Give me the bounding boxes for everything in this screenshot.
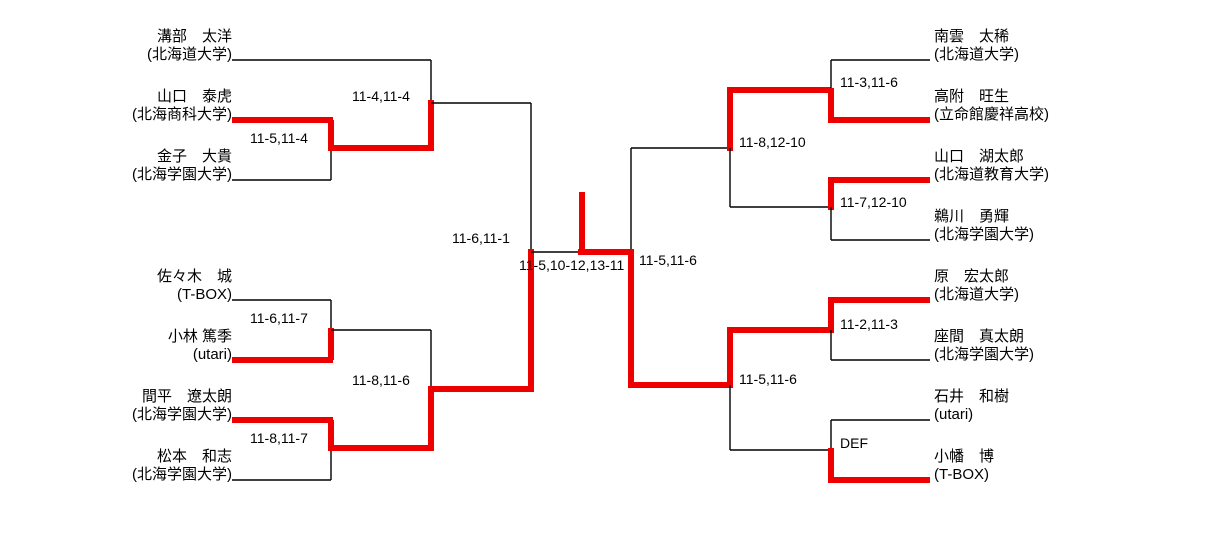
player-name: 溝部 太洋 bbox=[156, 28, 232, 45]
player-club: (北海道大学) bbox=[147, 46, 232, 63]
player-club: (T-BOX) bbox=[934, 466, 989, 483]
player-club: (北海商科大学) bbox=[132, 106, 232, 123]
player-name: 石井 和樹 bbox=[934, 388, 1010, 405]
score-left-r1-bottom-lower: 11-8,11-7 bbox=[250, 430, 308, 446]
player-name: 金子 大貴 bbox=[156, 148, 232, 165]
score-right-r1-bottom-upper: 11-2,11-3 bbox=[840, 316, 898, 332]
score-left-r2-bottom: 11-8,11-6 bbox=[352, 372, 410, 388]
score-left-semifinal: 11-6,11-1 bbox=[452, 230, 510, 246]
player-left-1: 溝部 太洋 (北海道大学) bbox=[147, 28, 232, 64]
player-club: (北海道大学) bbox=[934, 286, 1019, 303]
player-name: 小幡 博 bbox=[934, 448, 995, 465]
player-name: 南雲 太稀 bbox=[934, 28, 1010, 45]
player-right-4: 鵜川 勇輝 (北海学園大学) bbox=[934, 208, 1034, 244]
player-right-2: 高附 旺生 (立命館慶祥高校) bbox=[934, 88, 1049, 124]
player-club: (北海道大学) bbox=[934, 46, 1019, 63]
score-right-r2-top: 11-8,12-10 bbox=[739, 134, 806, 150]
player-club: (北海道教育大学) bbox=[934, 166, 1049, 183]
player-name: 間平 遼太朗 bbox=[141, 388, 232, 405]
player-right-8: 小幡 博 (T-BOX) bbox=[934, 448, 994, 484]
player-left-3: 金子 大貴 (北海学園大学) bbox=[132, 148, 232, 184]
player-club: (utari) bbox=[192, 346, 232, 363]
player-right-7: 石井 和樹 (utari) bbox=[934, 388, 1009, 424]
player-name: 座間 真太朗 bbox=[934, 328, 1025, 345]
player-left-6: 間平 遼太朗 (北海学園大学) bbox=[132, 388, 232, 424]
player-right-5: 原 宏太郎 (北海道大学) bbox=[934, 268, 1019, 304]
player-club: (北海学園大学) bbox=[132, 406, 232, 423]
player-name: 松本 和志 bbox=[156, 448, 232, 465]
score-left-r1-bottom-upper: 11-6,11-7 bbox=[250, 310, 308, 326]
score-right-r1-top-lower: 11-7,12-10 bbox=[840, 194, 907, 210]
score-right-r1-top-upper: 11-3,11-6 bbox=[840, 74, 898, 90]
player-right-1: 南雲 太稀 (北海道大学) bbox=[934, 28, 1019, 64]
score-left-r1-top: 11-5,11-4 bbox=[250, 130, 308, 146]
player-right-6: 座間 真太朗 (北海学園大学) bbox=[934, 328, 1034, 364]
player-club: (utari) bbox=[934, 406, 974, 423]
player-name: 佐々木 城 bbox=[156, 268, 232, 285]
player-club: (北海学園大学) bbox=[132, 166, 232, 183]
player-right-3: 山口 湖太郎 (北海道教育大学) bbox=[934, 148, 1049, 184]
player-name: 原 宏太郎 bbox=[934, 268, 1010, 285]
player-name: 山口 泰虎 bbox=[156, 88, 232, 105]
player-club: (北海学園大学) bbox=[132, 466, 232, 483]
score-right-semifinal: 11-5,11-6 bbox=[639, 252, 697, 268]
score-right-r2-bottom: 11-5,11-6 bbox=[739, 371, 797, 387]
player-name: 山口 湖太郎 bbox=[934, 148, 1025, 165]
player-club: (立命館慶祥高校) bbox=[934, 106, 1049, 123]
player-club: (T-BOX) bbox=[177, 286, 232, 303]
player-left-5: 小林 篤季 (utari) bbox=[168, 328, 232, 364]
player-left-4: 佐々木 城 (T-BOX) bbox=[157, 268, 232, 304]
score-left-r2-top: 11-4,11-4 bbox=[352, 88, 410, 104]
player-left-7: 松本 和志 (北海学園大学) bbox=[132, 448, 232, 484]
player-club: (北海学園大学) bbox=[934, 226, 1034, 243]
player-name: 鵜川 勇輝 bbox=[934, 208, 1010, 225]
player-left-2: 山口 泰虎 (北海商科大学) bbox=[132, 88, 232, 124]
player-name: 高附 旺生 bbox=[934, 88, 1010, 105]
player-club: (北海学園大学) bbox=[934, 346, 1034, 363]
player-name: 小林 篤季 bbox=[167, 328, 232, 345]
score-right-r1-bottom-lower: DEF bbox=[840, 435, 868, 451]
score-final: 11-5,10-12,13-11 bbox=[519, 257, 625, 273]
